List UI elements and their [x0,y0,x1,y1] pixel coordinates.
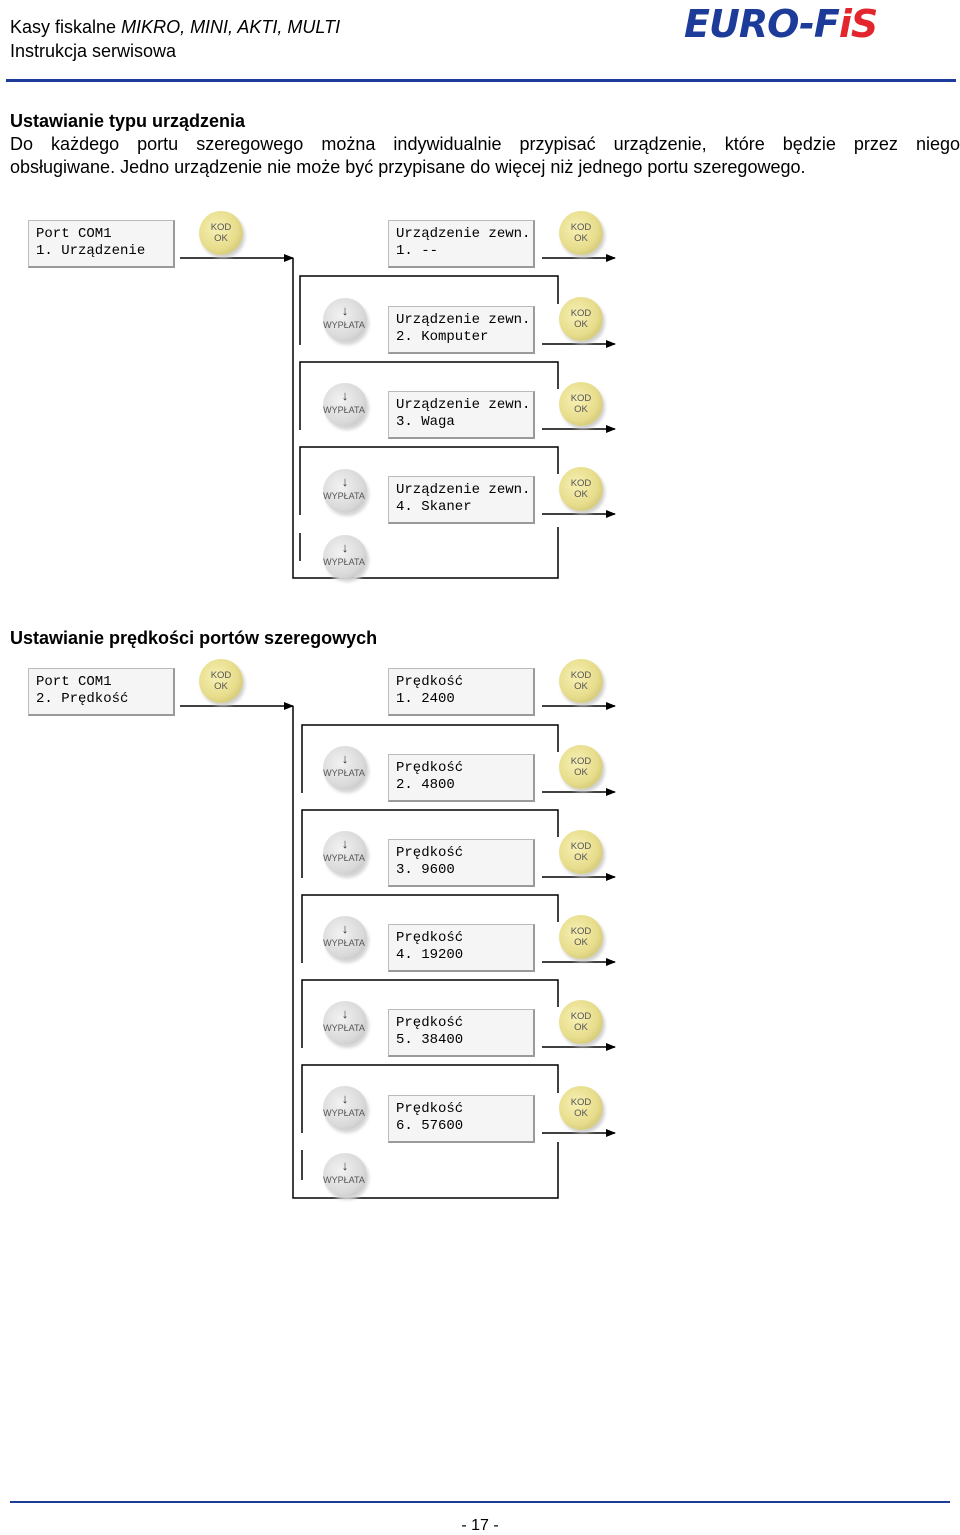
kod-label: KOD [570,756,592,767]
lcd-speed-option-6: Prędkość 6. 57600 [388,1095,535,1143]
lcd-speed-option-3: Prędkość 3. 9600 [388,839,535,887]
ok-label: OK [574,767,588,778]
down-arrow-icon: ↓ [341,751,349,766]
wyplata-label: WYPŁATA [323,1023,365,1033]
wyplata-label: WYPŁATA [323,1175,365,1185]
kod-label: KOD [570,926,592,937]
ok-label: OK [574,489,588,500]
paragraph-line-2: obsługiwane. Jedno urządzenie nie może b… [10,157,806,177]
kod-label: KOD [570,670,592,681]
kod-label: KOD [570,393,592,404]
down-arrow-icon: ↓ [341,474,349,489]
lcd-speed-option-2: Prędkość 2. 4800 [388,754,535,802]
wyplata-label: WYPŁATA [323,557,365,567]
ok-label: OK [574,1022,588,1033]
section2-title: Ustawianie prędkości portów szeregowych [10,628,378,648]
lcd-port-com1-speed: Port COM1 2. Prędkość [28,668,175,716]
down-arrow-icon: ↓ [341,1091,349,1106]
page-number: - 17 - [461,1517,499,1534]
ok-label: OK [574,852,588,863]
lcd-device-option-2: Urządzenie zewn. 2. Komputer [388,306,535,354]
kod-label: KOD [570,478,592,489]
kod-label: KOD [210,222,232,233]
wyplata-label: WYPŁATA [323,1108,365,1118]
kod-label: KOD [570,308,592,319]
wyplata-label: WYPŁATA [323,405,365,415]
kod-label: KOD [570,1011,592,1022]
lcd-device-option-4: Urządzenie zewn. 4. Skaner [388,476,535,524]
ok-label: OK [574,937,588,948]
ok-label: OK [214,233,228,244]
section1-title: Ustawianie typu urządzenia [10,111,246,131]
wyplata-down-button[interactable]: ↓ WYPŁATA [323,1001,367,1045]
down-arrow-icon: ↓ [341,836,349,851]
ok-label: OK [574,233,588,244]
kod-label: KOD [570,222,592,233]
lcd-speed-option-4: Prędkość 4. 19200 [388,924,535,972]
title-plain: Kasy fiskalne [10,17,122,37]
wyplata-label: WYPŁATA [323,853,365,863]
lcd-port-com1-device: Port COM1 1. Urządzenie [28,220,175,268]
ok-label: OK [574,404,588,415]
wyplata-down-button[interactable]: ↓ WYPŁATA [323,535,367,579]
down-arrow-icon: ↓ [341,921,349,936]
wyplata-down-button[interactable]: ↓ WYPŁATA [323,383,367,427]
kod-label: KOD [570,841,592,852]
down-arrow-icon: ↓ [341,1006,349,1021]
title-models: MIKRO, MINI, AKTI, MULTI [121,17,341,37]
wyplata-label: WYPŁATA [323,491,365,501]
lcd-speed-option-5: Prędkość 5. 38400 [388,1009,535,1057]
wyplata-label: WYPŁATA [323,768,365,778]
paragraph-line-1: Do każdego portu szeregowego można indyw… [10,134,960,154]
logo-part-blue: EURO-F [684,2,840,46]
down-arrow-icon: ↓ [341,1158,349,1173]
down-arrow-icon: ↓ [341,388,349,403]
down-arrow-icon: ↓ [341,540,349,555]
kod-label: KOD [210,670,232,681]
ok-label: OK [574,1108,588,1119]
wyplata-down-button[interactable]: ↓ WYPŁATA [323,831,367,875]
ok-label: OK [214,681,228,692]
wyplata-label: WYPŁATA [323,938,365,948]
document-title: Kasy fiskalne MIKRO, MINI, AKTI, MULTI [10,17,340,38]
wyplata-down-button[interactable]: ↓ WYPŁATA [323,746,367,790]
ok-label: OK [574,681,588,692]
euro-fis-logo: EURO-FiS [684,2,878,46]
section1-paragraph: Do każdego portu szeregowego można indyw… [10,133,960,179]
wyplata-down-button[interactable]: ↓ WYPŁATA [323,916,367,960]
kod-label: KOD [570,1097,592,1108]
header-rule [6,79,956,82]
document-subtitle: Instrukcja serwisowa [10,41,177,61]
logo-part-red: iS [838,2,878,46]
footer-rule [10,1501,950,1503]
wyplata-down-button[interactable]: ↓ WYPŁATA [323,1086,367,1130]
ok-label: OK [574,319,588,330]
wyplata-down-button[interactable]: ↓ WYPŁATA [323,298,367,342]
down-arrow-icon: ↓ [341,303,349,318]
lcd-device-option-3: Urządzenie zewn. 3. Waga [388,391,535,439]
wyplata-down-button[interactable]: ↓ WYPŁATA [323,1153,367,1197]
wyplata-label: WYPŁATA [323,320,365,330]
lcd-device-option-1: Urządzenie zewn. 1. -- [388,220,535,268]
lcd-speed-option-1: Prędkość 1. 2400 [388,668,535,716]
wyplata-down-button[interactable]: ↓ WYPŁATA [323,469,367,513]
